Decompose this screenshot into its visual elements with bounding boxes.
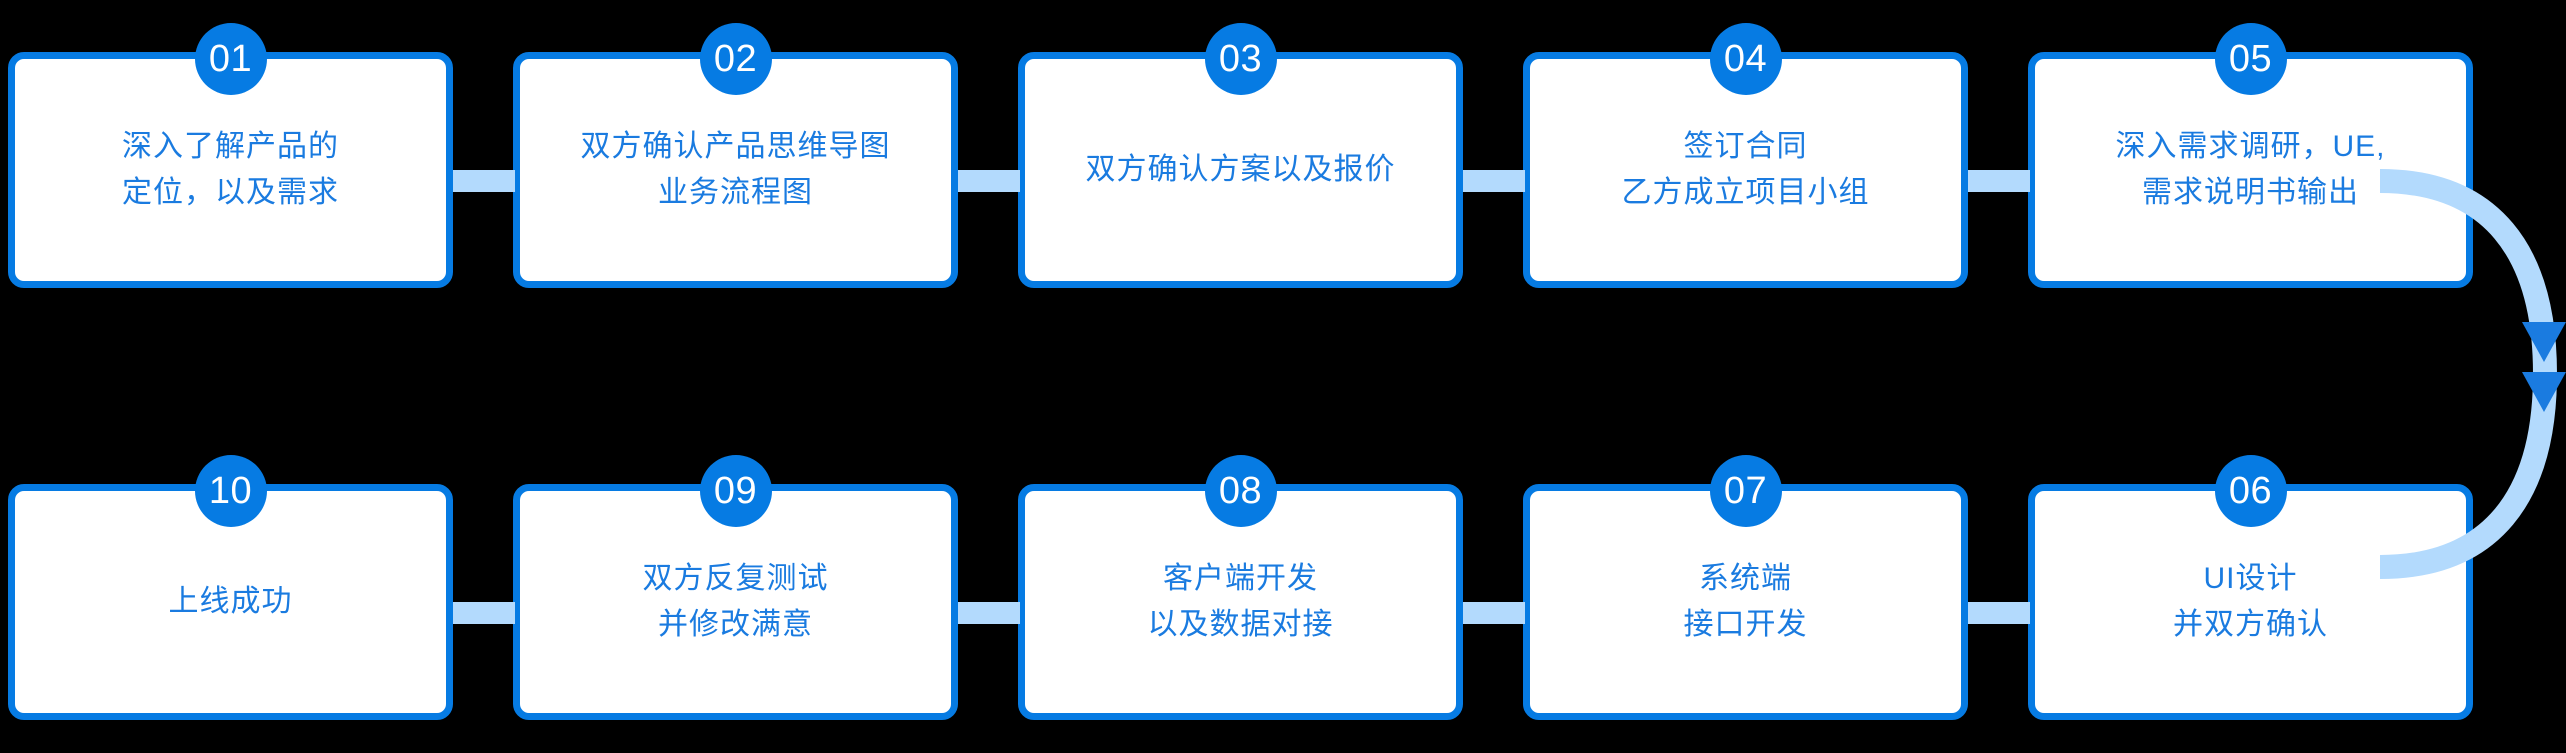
- flow-step-card-03[interactable]: 03 双方确认方案以及报价: [1018, 23, 1463, 288]
- wrap-arrowhead-upper-icon: [2522, 322, 2566, 362]
- connector-top-1: [453, 170, 515, 192]
- flow-step-card-07[interactable]: 07 系统端 接口开发: [1523, 455, 1968, 720]
- step-number-badge-05: 05: [2214, 23, 2287, 95]
- step-number-badge-03: 03: [1204, 23, 1277, 95]
- step-label-02: 双方确认产品思维导图 业务流程图: [580, 129, 891, 210]
- step-number-badge-07: 07: [1709, 455, 1782, 527]
- step-number-badge-09: 09: [699, 455, 772, 527]
- connector-top-4: [1968, 170, 2030, 192]
- flow-step-card-09[interactable]: 09 双方反复测试 并修改满意: [513, 455, 958, 720]
- flow-step-card-10[interactable]: 10 上线成功: [8, 455, 453, 720]
- flow-step-card-02[interactable]: 02 双方确认产品思维导图 业务流程图: [513, 23, 958, 288]
- flow-step-card-08[interactable]: 08 客户端开发 以及数据对接: [1018, 455, 1463, 720]
- connector-top-3: [1463, 170, 1525, 192]
- connector-bottom-3: [1463, 602, 1525, 624]
- step-number-badge-01: 01: [194, 23, 267, 95]
- step-number-badge-02: 02: [699, 23, 772, 95]
- step-label-05: 深入需求调研，UE, 需求说明书输出: [2115, 129, 2386, 210]
- wrap-arrowhead-lower-icon: [2522, 372, 2566, 412]
- flow-step-card-06[interactable]: 06 UI设计 并双方确认: [2028, 455, 2473, 720]
- flow-row-bottom: 10 上线成功 09 双方反复测试 并修改满意 08 客户端开发 以及数据对接 …: [0, 455, 2566, 722]
- step-label-10: 上线成功: [168, 584, 293, 618]
- step-label-03: 双方确认方案以及报价: [1085, 152, 1396, 186]
- step-label-04: 签订合同 乙方成立项目小组: [1621, 129, 1870, 210]
- step-number-badge-10: 10: [194, 455, 267, 527]
- connector-bottom-1: [453, 602, 515, 624]
- connector-bottom-4: [1968, 602, 2030, 624]
- connector-top-2: [958, 170, 1020, 192]
- flow-step-card-04[interactable]: 04 签订合同 乙方成立项目小组: [1523, 23, 1968, 288]
- step-label-07: 系统端 接口开发: [1683, 561, 1808, 642]
- step-label-08: 客户端开发 以及数据对接: [1147, 561, 1334, 642]
- flow-step-card-05[interactable]: 05 深入需求调研，UE, 需求说明书输出: [2028, 23, 2473, 288]
- flow-step-card-01[interactable]: 01 深入了解产品的 定位，以及需求: [8, 23, 453, 288]
- step-label-06: UI设计 并双方确认: [2173, 561, 2328, 642]
- step-number-badge-08: 08: [1204, 455, 1277, 527]
- step-label-01: 深入了解产品的 定位，以及需求: [122, 129, 339, 210]
- connector-bottom-2: [958, 602, 1020, 624]
- step-number-badge-04: 04: [1709, 23, 1782, 95]
- step-number-badge-06: 06: [2214, 455, 2287, 527]
- flow-row-top: 01 深入了解产品的 定位，以及需求 02 双方确认产品思维导图 业务流程图 0…: [0, 23, 2566, 290]
- step-label-09: 双方反复测试 并修改满意: [642, 561, 829, 642]
